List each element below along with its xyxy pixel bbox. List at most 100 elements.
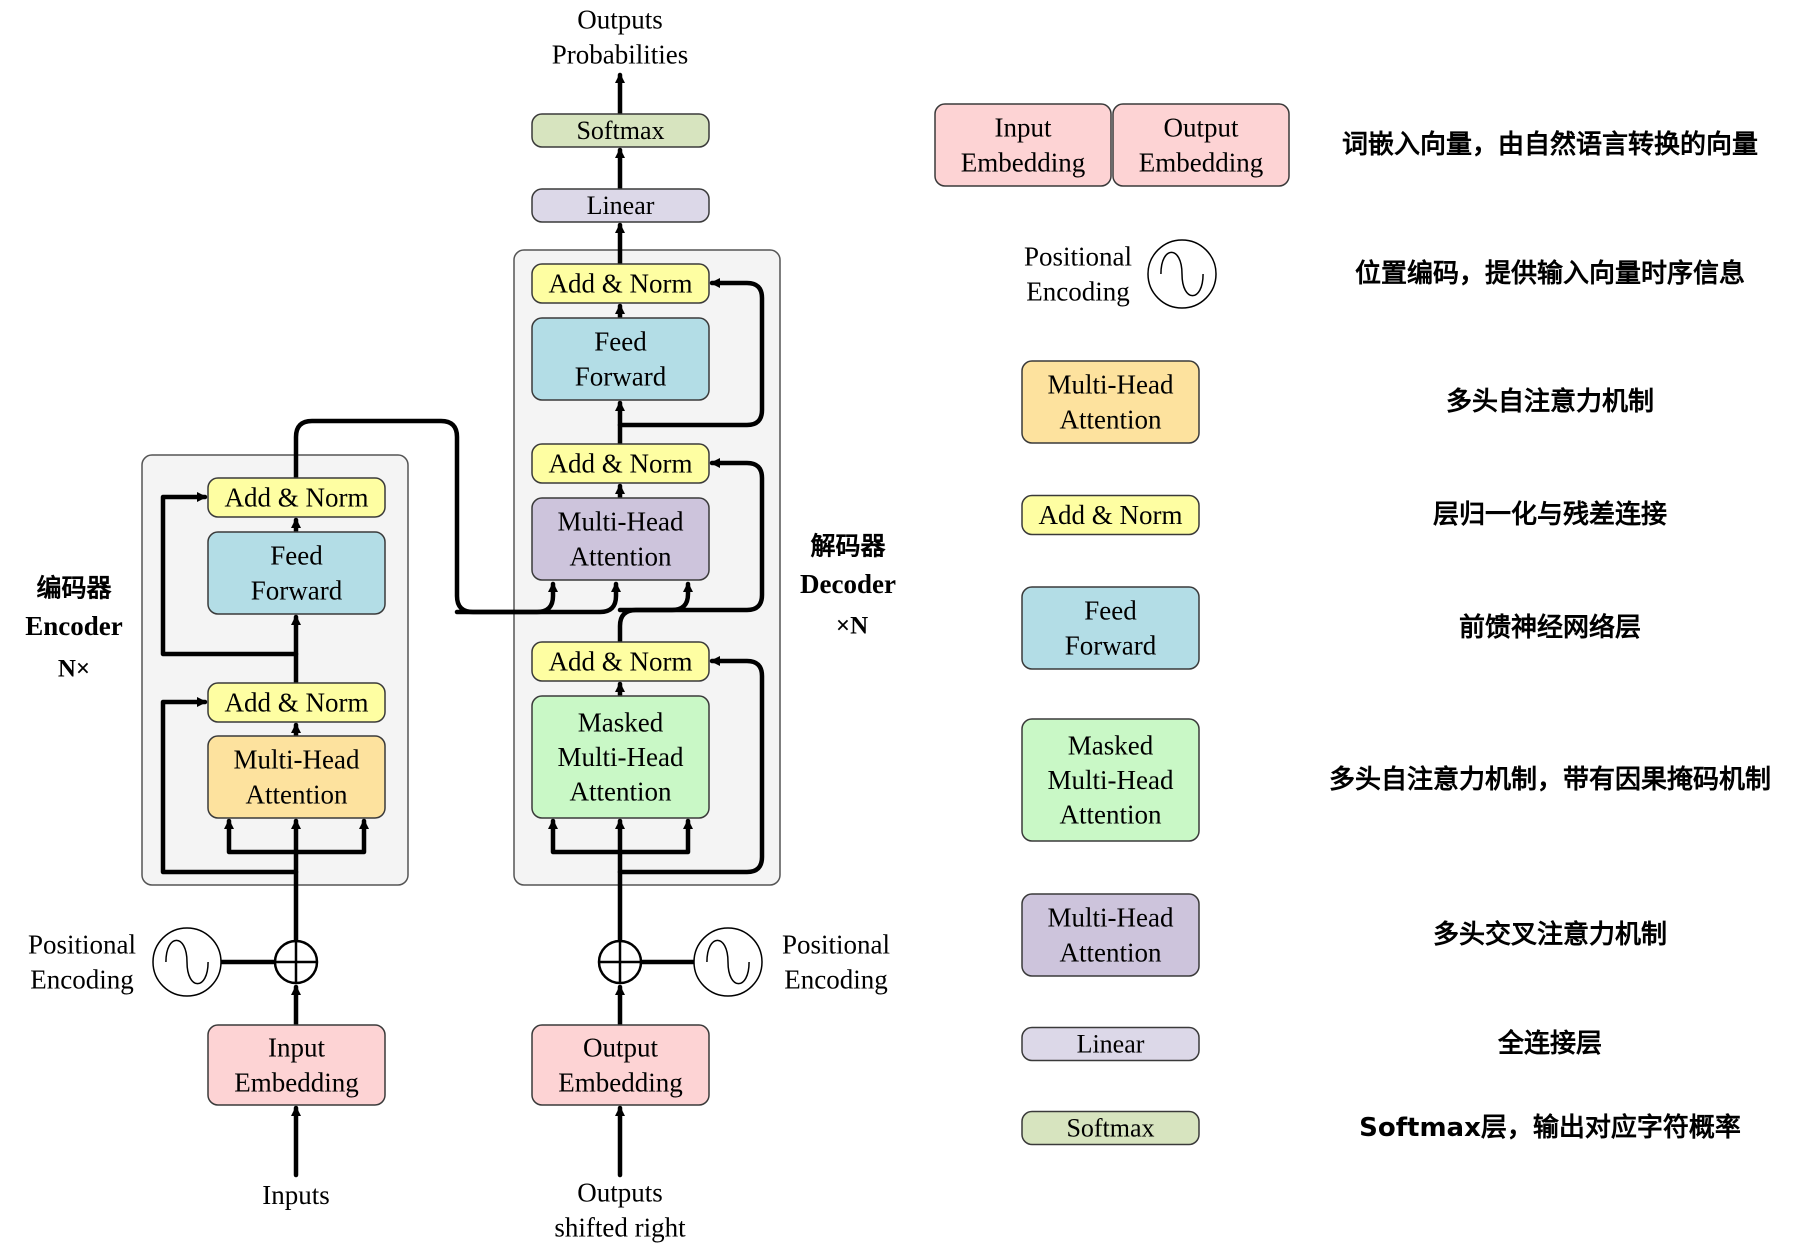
decoder-masked-multihead-attention-label: Masked xyxy=(578,707,664,737)
decoder-feed-forward-box xyxy=(531,317,710,401)
encoder-residual-2 xyxy=(160,492,299,657)
decoder-masked-right xyxy=(617,818,693,855)
output-probabilities-label-line: Probabilities xyxy=(552,39,689,69)
encoder-add-norm-top-label: Add & Norm xyxy=(225,483,369,513)
decoder-add-symbol-cross xyxy=(599,941,641,983)
legend-feedforward-box xyxy=(1021,586,1200,670)
decoder-masked-multihead-attention-label: Multi-Head xyxy=(558,742,684,772)
legend-cross-description: 多头交叉注意力机制 xyxy=(1433,919,1667,950)
decoder-add-norm-mid-label: Add & Norm xyxy=(549,449,693,479)
legend-addnorm-box xyxy=(1021,494,1200,536)
encoder-repeat-line: N× xyxy=(58,656,90,683)
decoder-title-zh-line: 解码器 xyxy=(810,532,886,561)
linear-layer-box xyxy=(531,188,710,223)
legend-feedforward-description: 前馈神经网络层 xyxy=(1459,612,1641,643)
decoder-title-en: Decoder xyxy=(800,569,896,599)
encoder-positional-encoding-icon xyxy=(152,927,222,997)
legend-cross-label: Attention xyxy=(1060,937,1162,967)
encoder-multihead-attention-label: Attention xyxy=(246,779,348,809)
output-probabilities-label-line: Outputs xyxy=(577,5,663,35)
decoder-repeat: ×N xyxy=(836,613,868,640)
decoder-outputs-shifted-label-line: Outputs xyxy=(577,1178,663,1208)
encoder-attn-left xyxy=(224,818,299,855)
encoder-multihead-attention-label: Multi-Head xyxy=(234,745,360,775)
softmax-layer-label: Softmax xyxy=(576,116,664,145)
decoder-cross-attention-label: Multi-Head xyxy=(558,507,684,537)
encoder-attn-right xyxy=(293,818,369,855)
decoder-positional-encoding-icon-wave xyxy=(706,939,750,985)
decoder-cross-attention-label: Attention xyxy=(570,541,672,571)
encoder-positional-encoding-label-line: Positional xyxy=(28,930,136,960)
legend-softmax-description-line: Softmax层，输出对应字符概率 xyxy=(1359,1112,1741,1143)
legend-embedding-output-label: Output xyxy=(1163,113,1239,143)
encoder-title-en: Encoder xyxy=(25,611,123,641)
decoder-add-norm-bottom-box xyxy=(531,641,710,682)
decoder-title-zh: 解码器 xyxy=(810,532,886,561)
encoder-title-zh-line: 编码器 xyxy=(36,574,112,603)
legend-masked-label: Multi-Head xyxy=(1048,765,1174,795)
legend-multihead-label: Attention xyxy=(1060,404,1162,434)
legend-linear-label: Linear xyxy=(1077,1030,1145,1059)
encoder-residual-1 xyxy=(160,697,299,875)
decoder-positional-encoding-icon xyxy=(693,927,763,997)
legend-addnorm: Add & Norm xyxy=(1021,494,1200,536)
legend-positional-label-line: Encoding xyxy=(1026,276,1129,306)
decoder-add-norm-bottom-label: Add & Norm xyxy=(549,647,693,677)
legend-cross-label: Multi-Head xyxy=(1048,903,1174,933)
encoder-positional-encoding-icon-wave xyxy=(165,939,209,985)
legend-positional-description-line: 位置编码，提供输入向量时序信息 xyxy=(1355,258,1745,289)
decoder-output-embedding-box xyxy=(531,1024,710,1106)
encoder-add-norm-bottom-label: Add & Norm xyxy=(225,688,369,718)
decoder-title-en-line: Decoder xyxy=(800,569,896,599)
legend-linear-box xyxy=(1021,1026,1200,1062)
decoder-add-norm-top: Add & Norm xyxy=(531,263,710,304)
decoder-add-norm-top-box xyxy=(531,263,710,304)
legend-masked-label: Masked xyxy=(1068,730,1154,760)
legend-embedding-output-label: Embedding xyxy=(1139,147,1263,177)
legend-embedding-input-box xyxy=(934,103,1112,187)
decoder-repeat-line: ×N xyxy=(836,613,868,640)
decoder-residual-2 xyxy=(617,458,765,613)
decoder-masked-multihead-attention-box xyxy=(531,695,710,819)
encoder-multihead-attention-box xyxy=(207,735,386,819)
encoder-repeat: N× xyxy=(58,656,90,683)
legend-softmax-box xyxy=(1021,1110,1200,1146)
decoder-feed-forward-label: Forward xyxy=(575,361,667,391)
legend-embedding-description: 词嵌入向量，由自然语言转换的向量 xyxy=(1342,129,1758,160)
legend-positional-icon-wave xyxy=(1160,251,1204,297)
legend-multihead-description-line: 多头自注意力机制 xyxy=(1446,386,1654,417)
legend-masked-box xyxy=(1021,718,1200,842)
decoder-add-norm-mid: Add & Norm xyxy=(531,443,710,484)
legend-linear-description: 全连接层 xyxy=(1497,1028,1602,1059)
legend-addnorm-label: Add & Norm xyxy=(1039,500,1183,530)
legend-positional-icon xyxy=(1147,239,1217,309)
legend-embedding-description-line: 词嵌入向量，由自然语言转换的向量 xyxy=(1342,129,1758,160)
encoder-title-zh: 编码器 xyxy=(36,574,112,603)
encoder-add-symbol xyxy=(273,939,319,985)
decoder-add-norm-mid-box xyxy=(531,443,710,484)
decoder-cross-attention-box xyxy=(531,497,710,581)
legend-addnorm-description-line: 层归一化与残差连接 xyxy=(1433,499,1667,530)
decoder-add-norm-bottom: Add & Norm xyxy=(531,641,710,682)
legend-addnorm-description: 层归一化与残差连接 xyxy=(1433,499,1667,530)
softmax-layer-box xyxy=(531,113,710,148)
encoder-module xyxy=(141,454,409,886)
legend-multihead-description: 多头自注意力机制 xyxy=(1446,386,1654,417)
decoder-output-embedding-label: Output xyxy=(583,1033,659,1063)
legend-multihead-label: Multi-Head xyxy=(1048,370,1174,400)
legend-softmax-label: Softmax xyxy=(1066,1114,1154,1143)
legend-embedding-output-box xyxy=(1112,103,1290,187)
legend-embedding-input-label: Input xyxy=(995,113,1052,143)
legend-masked-description-line: 多头自注意力机制，带有因果掩码机制 xyxy=(1329,764,1771,795)
